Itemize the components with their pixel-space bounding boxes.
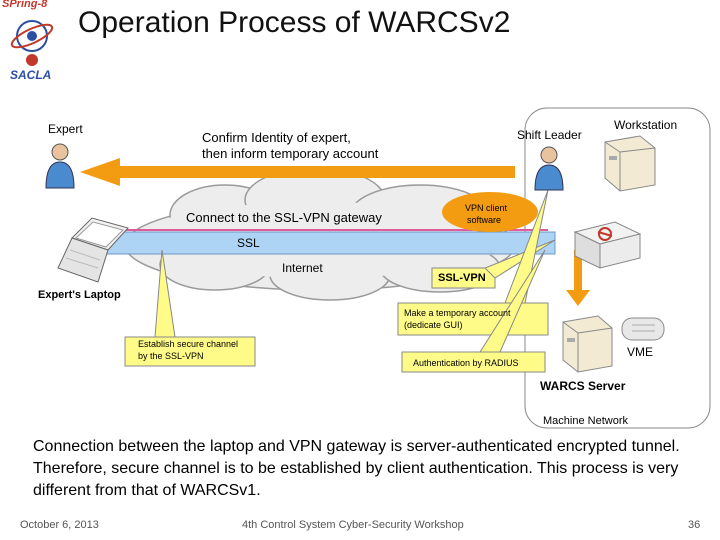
shift-leader-person-icon [534,146,564,191]
internet-label: Internet [282,261,323,275]
footer-event: 4th Control System Cyber-Security Worksh… [242,519,464,531]
confirm-line2: then inform temporary account [202,146,379,161]
expert-person-icon [45,143,75,189]
vpn-client-software-badge [442,192,538,232]
page-title: Operation Process of WARCSv2 [78,6,511,39]
callout-establish-pointer [154,249,176,338]
ssl-label: SSL [237,236,260,250]
callout-establish [124,336,256,367]
logo-top-text: SPring-8 [2,0,48,10]
experts-laptop-label: Expert's Laptop [38,289,121,301]
vpn-client-line1: VPN client [465,203,508,213]
callout-radius-pointer [479,249,546,353]
establish-line2: by the SSL-VPN [138,351,204,361]
shift-leader-label: Shift Leader [517,128,582,142]
expert-label: Expert [48,122,83,136]
make-temp-line1: Make a temporary account [404,308,511,318]
inform-account-arrow [80,158,515,186]
warcs-server-label: WARCS Server [540,379,626,393]
make-temp-line2: (dedicate GUI) [404,320,463,330]
workstation-icon [604,135,656,192]
connect-gateway-label: Connect to the SSL-VPN gateway [186,210,382,225]
confirm-line1: Confirm Identity of expert, [202,130,351,145]
spring8-logo-icon [10,20,54,66]
auth-radius-label: Authentication by RADIUS [413,358,519,368]
callout-sslvpn [431,267,496,289]
ssl-vpn-gateway-router-icon [573,221,642,269]
ssl-vpn-label: SSL-VPN [438,272,486,284]
footer-date: October 6, 2013 [20,519,99,531]
vpn-client-line2: software [467,215,502,225]
warcs-server-icon [562,315,613,373]
vme-icon [621,317,665,341]
vme-label: VME [627,345,654,359]
machine-network-label: Machine Network [543,415,628,427]
footer-page-number: 36 [688,519,701,531]
router-to-server-arrow [566,250,590,306]
ssl-tunnel-bar [99,231,556,255]
logo-bottom-text: SACLA [10,68,52,82]
experts-laptop-icon [57,217,129,283]
establish-line1: Establish secure channel [138,339,239,349]
body-paragraph: Connection between the laptop and VPN ga… [33,438,680,499]
workstation-label: Workstation [614,118,678,132]
